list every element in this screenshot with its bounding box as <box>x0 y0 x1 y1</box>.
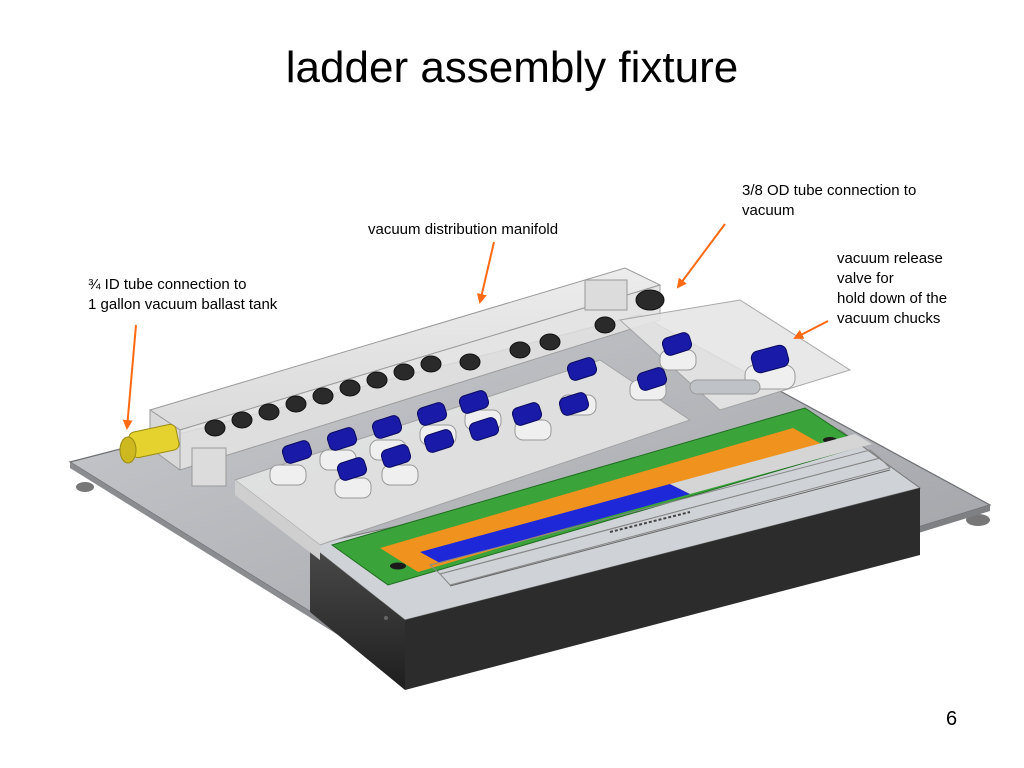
manifold-fittings <box>204 289 665 437</box>
valve-handles <box>281 332 790 481</box>
callout-ballast-tank-connection: ¾ ID tube connection to 1 gallon vacuum … <box>88 276 278 313</box>
callout-arrows <box>122 223 829 430</box>
callout-vacuum-manifold: vacuum distribution manifold <box>368 221 559 238</box>
arrow-ballast-tank <box>122 324 137 430</box>
callout-vacuum-release-valve: vacuum release valve for hold down of th… <box>837 250 948 327</box>
slide-title: ladder assembly fixture <box>285 43 739 92</box>
callout-od-tube-connection: 3/8 OD tube connection to vacuum <box>742 182 917 219</box>
arrow-release-valve <box>793 320 829 339</box>
page-number: 6 <box>946 708 958 730</box>
arrow-manifold <box>476 241 495 304</box>
sensor-ladder <box>420 434 891 587</box>
arrow-od-tube <box>676 223 726 289</box>
ballast-tank-fitting <box>119 423 180 464</box>
